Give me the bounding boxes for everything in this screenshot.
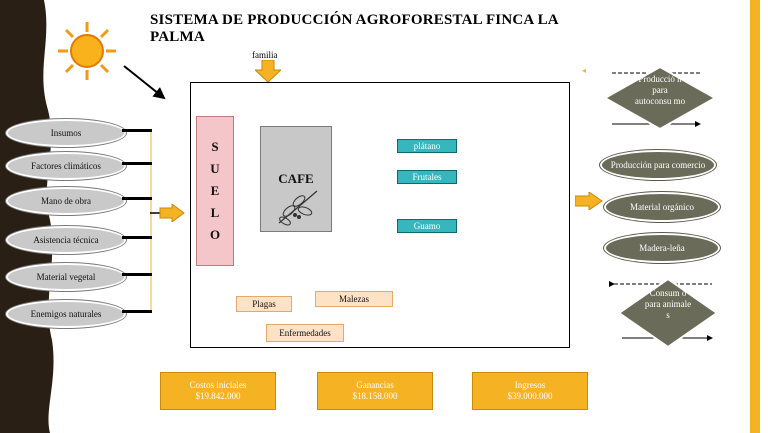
sun-icon: [58, 22, 116, 80]
input-connector: [122, 197, 152, 200]
problem-enfermedades: Enfermedades: [266, 324, 344, 342]
suelo-letter: U: [210, 161, 220, 176]
input-connector: [122, 129, 152, 132]
costos-iniciales-box: Costos iniciales $19.842.000: [160, 372, 276, 410]
output-animales-label: Consum o para animale s: [644, 288, 692, 320]
ingresos-box: Ingresos $39.000.000: [472, 372, 588, 410]
input-insumos: Insumos: [6, 119, 126, 147]
input-mano-de-obra: Mano de obra: [6, 187, 126, 215]
small-orange-mark: ◂: [582, 66, 587, 75]
input-connector: [122, 310, 152, 313]
costos-iniciales-value: $19.842.000: [195, 391, 241, 401]
output-comercio: Producción para comercio: [600, 150, 716, 180]
ingresos-value: $39.000.000: [507, 391, 553, 401]
input-asistencia-tecnica: Asistencia técnica: [6, 226, 126, 254]
problem-plagas: Plagas: [236, 296, 292, 312]
output-autoconsumo-label: Producció n para autoconsu mo: [634, 74, 686, 106]
output-animales-diamond: [618, 278, 718, 348]
input-connector: [122, 273, 152, 276]
ganancias-value: $18.158.000: [352, 391, 398, 401]
coffee-plant-icon: [278, 190, 318, 226]
suelo-letter: E: [210, 183, 220, 198]
familia-arrow-icon: [255, 60, 281, 82]
cafe-label: CAFE: [278, 171, 314, 186]
crop-frutales: Frutales: [397, 170, 457, 184]
suelo-box: S U E L O: [196, 116, 234, 266]
ganancias-label: Ganancias: [356, 380, 394, 390]
crop-guamo: Guamo: [397, 219, 457, 233]
cafe-box: CAFE: [260, 126, 332, 232]
costos-iniciales-label: Costos iniciales: [189, 380, 247, 390]
familia-label: familia: [252, 50, 278, 60]
page-title: SISTEMA DE PRODUCCIÓN AGROFORESTAL FINCA…: [150, 12, 558, 45]
ingresos-label: Ingresos: [514, 380, 546, 390]
problem-malezas: Malezas: [315, 291, 393, 307]
input-arrow-icon: [150, 204, 185, 222]
suelo-letter: S: [211, 139, 219, 154]
input-enemigos-naturales: Enemigos naturales: [6, 300, 126, 328]
input-factores-climaticos: Factores climáticos: [6, 152, 126, 180]
suelo-letter: L: [210, 205, 220, 220]
input-material-vegetal: Material vegetal: [6, 263, 126, 291]
output-autoconsumo-diamond: [604, 66, 716, 130]
output-material-organico: Material orgánico: [604, 192, 720, 222]
input-connector: [122, 162, 152, 165]
crop-platano: plátano: [397, 139, 457, 153]
right-accent-bar: [750, 0, 760, 433]
ganancias-box: Ganancias $18.158.000: [317, 372, 433, 410]
suelo-letter: O: [209, 227, 221, 242]
output-madera-lena: Madera-leña: [604, 233, 720, 263]
input-connector: [122, 236, 152, 239]
output-arrow-icon: [575, 192, 603, 210]
